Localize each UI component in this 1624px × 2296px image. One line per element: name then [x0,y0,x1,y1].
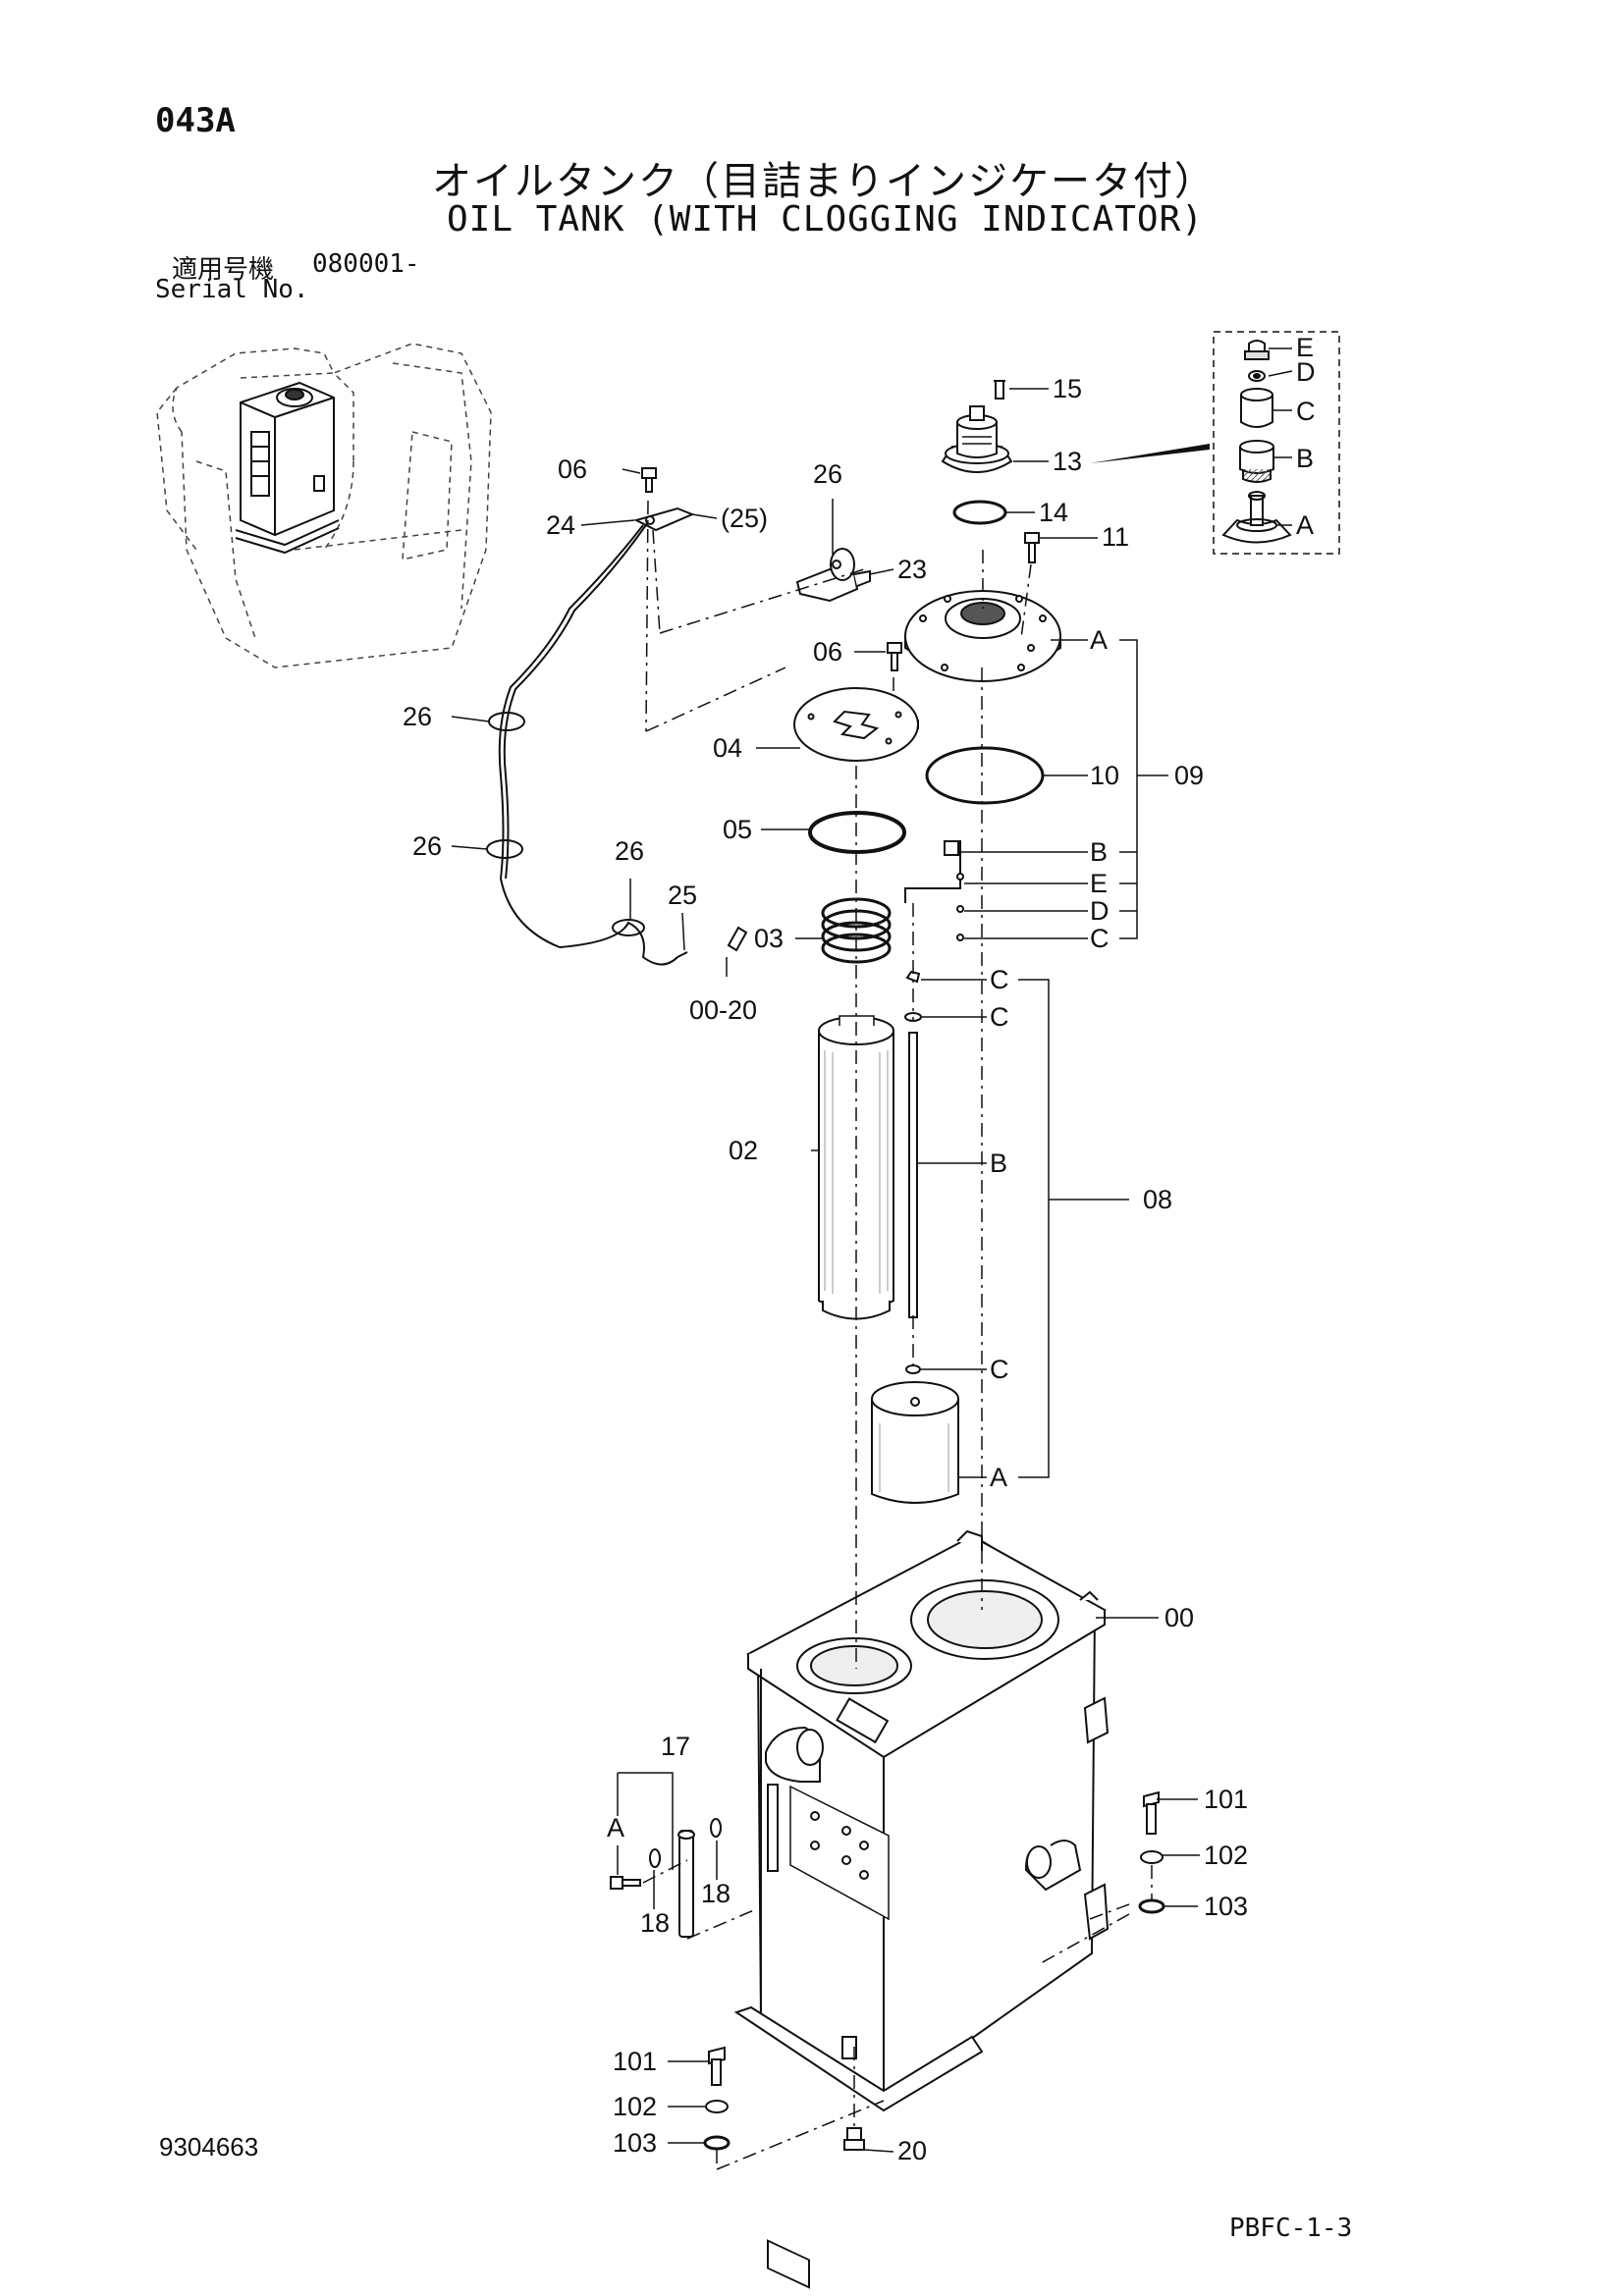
bolt-101-right [1143,1790,1160,1835]
bolt-101-bottom [708,2046,726,2086]
callout-14: 14 [1039,498,1068,527]
gasket-10 [925,746,1045,805]
callout-26-left-upper: 26 [403,702,432,731]
callout-25-paren: (25) [721,504,768,533]
callout-00: 00 [1164,1603,1194,1632]
callout-102-bottom: 102 [613,2092,657,2121]
callout-06-bracket: 06 [558,454,587,484]
callout-labels: 15 13 14 11 A 10 09 B E D C C C B C A 08… [403,374,1248,2165]
callout-00-20: 00-20 [689,995,757,1025]
inset-letter-e: E [1296,333,1314,362]
page-reference: PBFC-1-3 [1229,2214,1353,2243]
inset-letter-d: D [1296,357,1316,387]
callout-13: 13 [1053,447,1082,476]
cover-04 [793,687,919,762]
inset-part-c [1240,388,1273,428]
bolt-11 [1024,532,1040,563]
bracket-group-09-b [904,840,964,941]
callout-08-c2: C [990,1002,1009,1032]
callout-05: 05 [723,815,752,844]
serial-label-english: Serial No. [155,275,309,304]
clogging-indicator-13 [941,405,1013,473]
callout-18-right: 18 [701,1879,731,1908]
machine-location-thumbnail [156,343,492,668]
callout-20: 20 [897,2136,927,2165]
callout-25: 25 [668,881,697,910]
drain-plug-20 [843,2127,865,2151]
callout-02: 02 [729,1136,758,1165]
page-code: 043A [155,101,236,140]
level-gauge-17 [677,1830,695,1938]
callout-08-c1: C [990,965,1009,994]
washer-103-right [1138,1898,1165,1914]
cover-plate-09 [904,590,1061,682]
callout-09: 09 [1174,761,1204,790]
callout-24: 24 [546,510,575,540]
callout-17: 17 [661,1732,690,1761]
serial-range: 080001- [312,249,420,279]
serial-label-japanese: 適用号機 [172,255,275,285]
title-english: OIL TANK (WITH CLOGGING INDICATOR) [447,199,1204,240]
screw-15 [994,380,1005,400]
callout-04: 04 [713,733,742,763]
inset-letters: E D C B A [1296,333,1316,540]
alignment-lines [642,500,1153,2170]
washer-18 [649,1818,722,1868]
inset-letter-b: B [1296,444,1314,473]
title-japanese: オイルタンク（目詰まりインジケータ付） [432,159,1216,204]
callout-103-bottom: 103 [613,2128,657,2158]
indicator-breakdown-inset [1213,331,1340,555]
inset-part-a [1221,491,1292,544]
callout-10: 10 [1090,761,1119,790]
callout-11: 11 [1102,522,1129,552]
washer-103-bottom [703,2135,731,2151]
callout-26-left-lower: 26 [412,831,442,861]
callout-08-c3: C [990,1355,1009,1384]
callout-08: 08 [1143,1185,1172,1214]
callout-18-left: 18 [640,1908,670,1938]
callout-09-b: B [1090,837,1108,867]
callout-08-b: B [990,1148,1007,1178]
callout-03: 03 [754,924,784,953]
callout-09-a: A [1090,625,1108,655]
seal-05 [808,811,906,854]
bolt-06-bracket [641,467,657,493]
callout-102-right: 102 [1204,1841,1248,1870]
washer-102-bottom [705,2100,729,2113]
drawing-number: 9304663 [159,2132,259,2162]
callout-08-a: A [990,1463,1007,1492]
oil-tank-00 [733,1529,1110,2289]
callout-101-bottom: 101 [613,2047,657,2076]
inset-letter-a: A [1296,510,1314,540]
callout-09-d: D [1090,896,1110,926]
inset-pointer [1090,444,1210,463]
inset-letter-c: C [1296,397,1316,426]
callout-23: 23 [897,555,927,584]
leader-lines [451,388,1200,2153]
switch-23 [795,548,871,603]
washer-102-right [1140,1850,1164,1864]
inset-part-b [1239,440,1274,483]
harness-wire [486,521,748,966]
callout-103-right: 103 [1204,1892,1248,1921]
callout-101-right: 101 [1204,1785,1248,1814]
rod-assembly-08 [871,970,959,1504]
inset-part-e [1244,340,1270,360]
callout-26-top: 26 [813,459,842,489]
callout-09-c: C [1090,924,1110,953]
o-ring-14 [952,500,1007,525]
callout-15: 15 [1053,374,1082,403]
bolt-06-cover [887,642,902,671]
callout-06-cover: 06 [813,637,842,667]
inset-part-d [1248,370,1266,382]
callout-17-a: A [607,1813,624,1842]
callout-09-e: E [1090,869,1108,898]
callout-26-right: 26 [615,836,644,866]
bolt-a-17 [610,1876,641,1890]
